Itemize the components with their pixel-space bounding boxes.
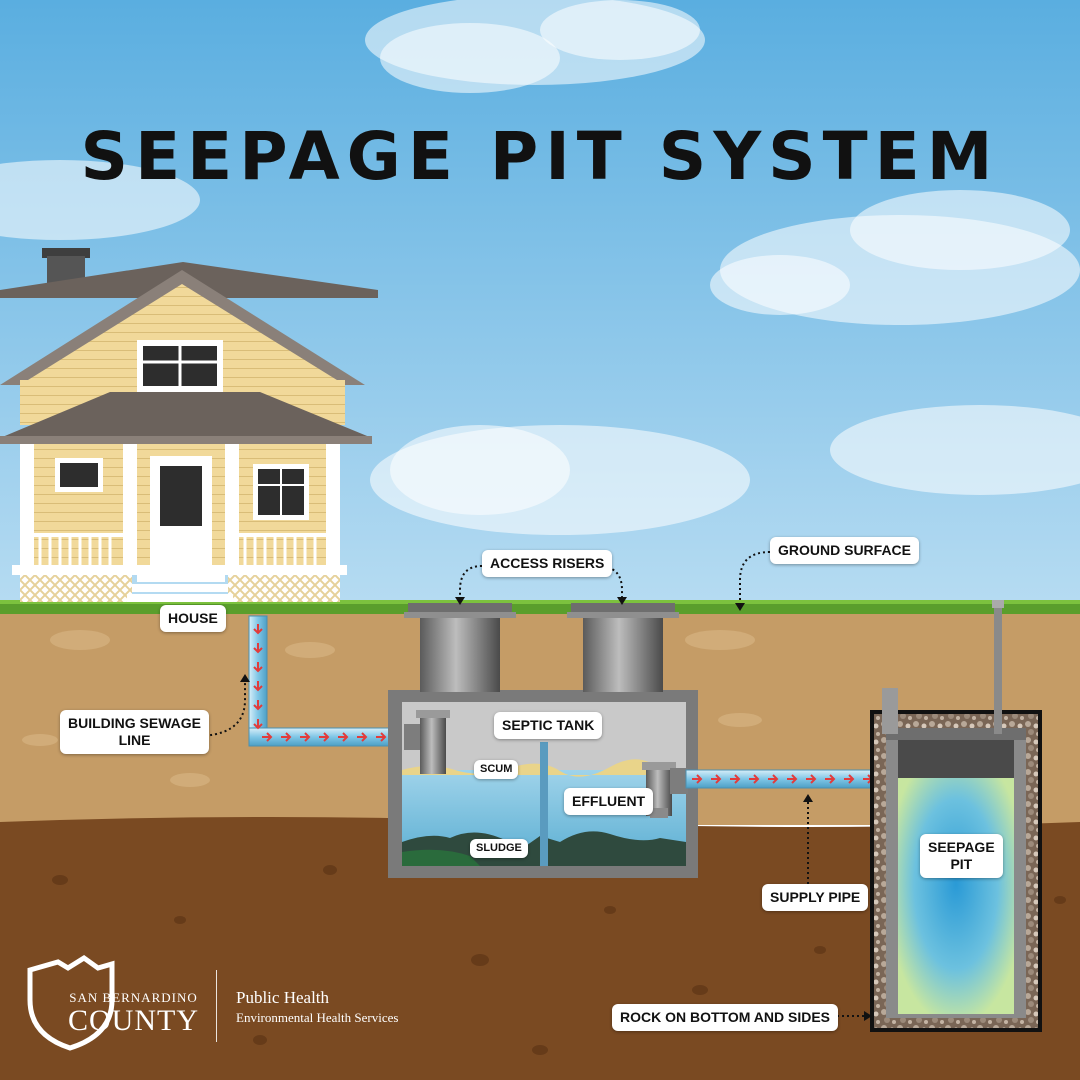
county-shield-logo — [27, 954, 115, 1051]
seepage-pit-text-1: SEEPAGE — [928, 839, 995, 855]
ground-surface-label: GROUND SURFACE — [770, 537, 920, 564]
flow-arrow — [253, 662, 263, 673]
flow-arrow — [692, 774, 703, 784]
effluent-label: EFFLUENT — [564, 788, 654, 815]
seepage-pit-text-2: PIT — [950, 856, 973, 872]
flow-arrow — [357, 732, 368, 742]
flow-arrow — [825, 774, 836, 784]
soil-stones — [22, 630, 762, 787]
septic-tank — [388, 690, 698, 878]
flow-arrow — [844, 774, 855, 784]
tank-baffle — [540, 742, 548, 866]
building-sewage-line-label: BUILDING SEWAGE LINE — [60, 710, 210, 754]
supply-pipe — [685, 769, 877, 789]
sludge-label: SLUDGE — [470, 839, 528, 858]
access-riser-left — [404, 603, 516, 692]
flow-arrow — [806, 774, 817, 784]
flow-arrow — [253, 700, 263, 711]
flow-arrow — [253, 624, 263, 635]
building-sewage-line-text-2: LINE — [118, 732, 151, 748]
flow-arrow — [281, 732, 292, 742]
division-name: Environmental Health Services — [236, 1010, 399, 1025]
leader-arrowheads — [240, 597, 872, 1021]
building-sewage-line-text-1: BUILDING SEWAGE — [68, 715, 202, 731]
vent-pipe — [994, 604, 1002, 734]
septic-tank-label: SEPTIC TANK — [494, 712, 603, 739]
supply-pipe-label: SUPPLY PIPE — [762, 884, 869, 911]
flow-arrow — [711, 774, 722, 784]
flow-arrow — [768, 774, 779, 784]
flow-arrow — [253, 681, 263, 692]
county-logo-text: SAN BERNARDINO COUNTY — [68, 990, 199, 1036]
flow-arrow — [749, 774, 760, 784]
county-logo-top: SAN BERNARDINO — [69, 990, 198, 1005]
building-sewage-line — [248, 615, 410, 747]
access-risers-label: ACCESS RISERS — [482, 550, 613, 577]
logo-divider — [216, 970, 217, 1042]
public-health-branding: Public Health Environmental Health Servi… — [236, 988, 398, 1026]
house-label: HOUSE — [160, 605, 226, 632]
rock-label: ROCK ON BOTTOM AND SIDES — [612, 1004, 839, 1031]
flow-arrow — [787, 774, 798, 784]
flow-arrow — [262, 732, 273, 742]
flow-arrow — [730, 774, 741, 784]
scum-label: SCUM — [474, 760, 519, 779]
department-name: Public Health — [236, 988, 330, 1007]
house — [0, 248, 378, 602]
page-title: SEEPAGE PIT SYSTEM — [80, 118, 1000, 195]
flow-arrow — [338, 732, 349, 742]
clouds — [0, 0, 1080, 535]
flow-arrow — [253, 719, 263, 730]
flow-arrow — [253, 643, 263, 654]
flow-arrow — [300, 732, 311, 742]
access-riser-right — [567, 603, 679, 692]
county-logo-main: COUNTY — [68, 1004, 199, 1037]
flow-arrow — [376, 732, 387, 742]
flow-arrow — [319, 732, 330, 742]
pit-water — [898, 778, 1014, 1014]
seepage-pit-label: SEEPAGE PIT — [920, 834, 1003, 878]
subsoil-stones — [52, 865, 1066, 1055]
